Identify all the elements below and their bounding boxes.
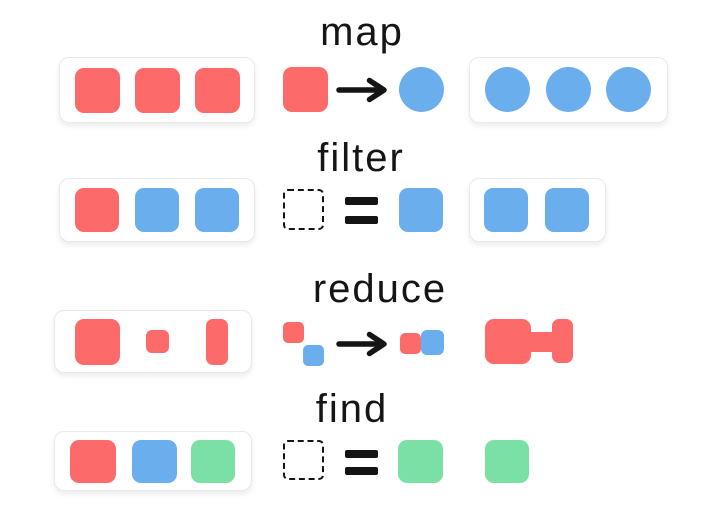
reduce-input-item-large-square — [75, 319, 120, 365]
equals-bar — [345, 450, 378, 458]
reduce-acc-square — [283, 322, 304, 343]
reduce-result-merged-shape — [485, 319, 573, 365]
arrow-icon — [336, 331, 387, 357]
map-fn-input-square — [283, 67, 328, 112]
equals-icon — [345, 450, 378, 475]
merged-shape-part — [525, 332, 557, 352]
reduce-label: reduce — [312, 267, 448, 311]
reduce-next-square — [303, 345, 324, 366]
filter-predicate-dashed-square — [283, 189, 324, 230]
map-input-item-square — [75, 68, 120, 113]
equals-bar — [345, 467, 378, 475]
merged-shape-part — [552, 319, 573, 363]
equals-bar — [345, 216, 378, 224]
map-input-item-square — [135, 68, 180, 113]
find-input-item-square — [191, 440, 235, 483]
reduce-input-item-tall-rect — [206, 319, 228, 365]
find-predicate-dashed-square — [283, 440, 324, 480]
reduce-input-item-small-square — [146, 330, 169, 353]
equals-icon — [345, 197, 378, 224]
filter-output-item-square — [484, 188, 528, 232]
equals-bar — [345, 197, 378, 205]
arrow-icon — [336, 77, 387, 103]
map-input-item-square — [195, 68, 240, 113]
map-fn-output-circle — [399, 67, 444, 112]
filter-input-item-square — [195, 188, 239, 232]
filter-output-item-square — [545, 188, 589, 232]
find-input-item-square — [132, 440, 177, 483]
filter-input-item-square — [75, 188, 119, 232]
reduce-pair-blue-square — [421, 330, 444, 355]
map-output-item-circle — [485, 67, 530, 112]
filter-label: filter — [317, 136, 405, 180]
filter-input-item-square — [135, 188, 179, 232]
filter-match-square — [399, 188, 443, 232]
map-label: map — [320, 10, 404, 54]
find-label: find — [315, 387, 389, 431]
find-result-square — [485, 440, 529, 483]
map-output-item-circle — [606, 67, 651, 112]
merged-shape-part — [485, 319, 531, 364]
arrow-path — [336, 331, 387, 357]
map-output-item-circle — [546, 67, 591, 112]
find-match-square — [398, 440, 443, 483]
reduce-pair-red-square — [400, 333, 421, 354]
find-input-item-square — [70, 440, 116, 483]
arrow-path — [336, 77, 387, 103]
